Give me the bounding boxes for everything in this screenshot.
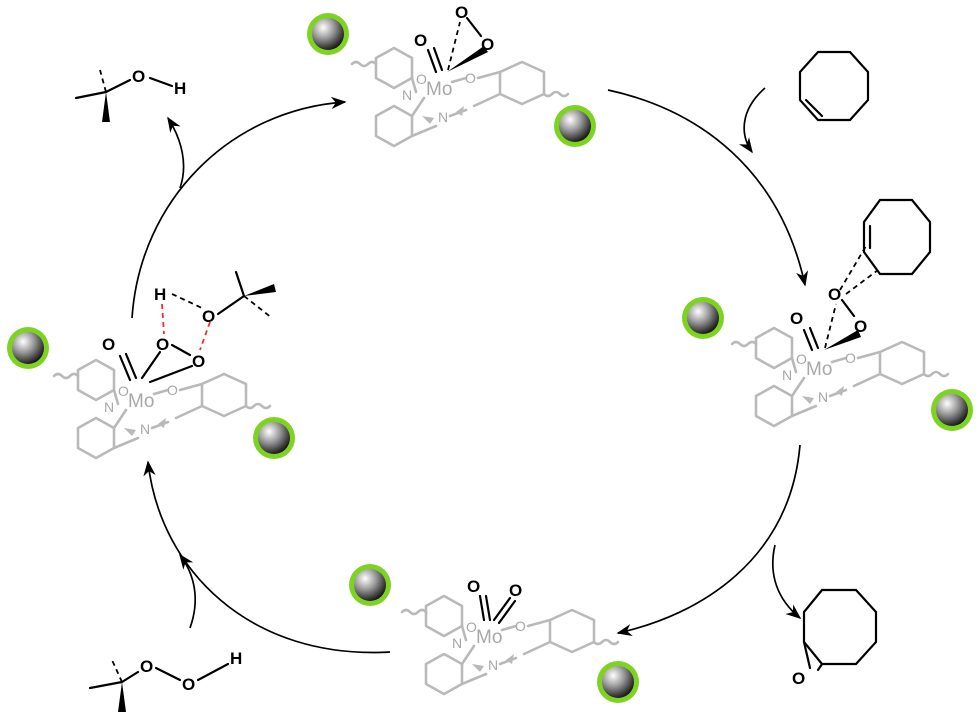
complex-top: O O O — [307, 3, 596, 148]
atom-o: O — [132, 67, 145, 86]
atom-h: H — [230, 649, 242, 668]
atom-o: O — [414, 31, 427, 50]
arrow-cyclooctene-in — [739, 87, 766, 154]
arrow-top-to-right — [607, 89, 809, 287]
arrow-bottom-to-left — [143, 460, 391, 654]
atom-o: O — [102, 335, 115, 354]
support-bead — [682, 297, 724, 339]
support-bead — [7, 327, 49, 369]
complex-left: O O O H O — [7, 270, 295, 460]
complex-bottom: O O — [349, 564, 639, 703]
tbhp: O O H — [88, 649, 242, 712]
cyclooctene — [798, 50, 870, 122]
atom-o: O — [854, 317, 867, 336]
cycle-arrows — [131, 87, 809, 654]
arrow-tbuoh-out — [167, 116, 185, 189]
atom-o: O — [828, 285, 841, 304]
support-bead — [349, 564, 391, 606]
support-bead — [597, 661, 639, 703]
cyclooctene-oxide: O — [792, 588, 878, 688]
support-bead — [554, 105, 596, 147]
atom-o: O — [467, 577, 480, 596]
support-bead — [931, 389, 973, 431]
atom-o: O — [481, 35, 494, 54]
atom-o: O — [455, 3, 468, 22]
atom-h: H — [174, 79, 186, 98]
arrow-right-to-bottom — [616, 444, 801, 637]
atom-o: O — [182, 675, 195, 694]
support-bead — [253, 417, 295, 459]
complex-right: O O O — [682, 198, 973, 431]
atom-o: O — [156, 335, 169, 354]
support-bead — [307, 13, 349, 55]
atom-o: O — [790, 309, 803, 328]
atom-o: O — [140, 657, 153, 676]
arrow-tbhp-in — [179, 553, 197, 629]
arrow-left-to-top — [131, 96, 347, 319]
arrow-epoxide-out — [771, 544, 802, 619]
atom-o: O — [509, 581, 522, 600]
atom-h: H — [154, 285, 166, 304]
atom-o: O — [202, 307, 215, 326]
atom-o: O — [192, 352, 205, 371]
tert-butanol: O H — [74, 67, 186, 122]
atom-o: O — [792, 669, 805, 688]
